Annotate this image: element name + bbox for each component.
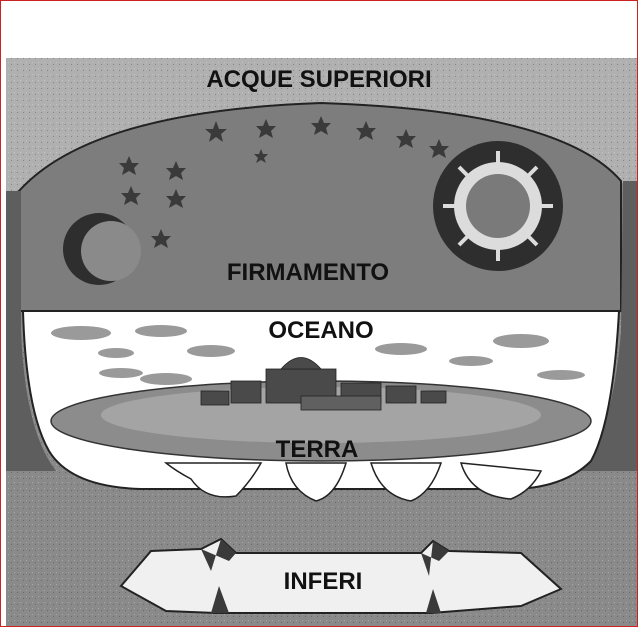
label-upper-waters: ACQUE SUPERIORI [206,66,431,93]
label-firmament: FIRMAMENTO [227,259,389,286]
label-underworld: INFERI [284,568,363,595]
sun-icon [433,141,563,271]
label-ocean: OCEANO [268,317,373,344]
label-earth: TERRA [276,436,359,463]
